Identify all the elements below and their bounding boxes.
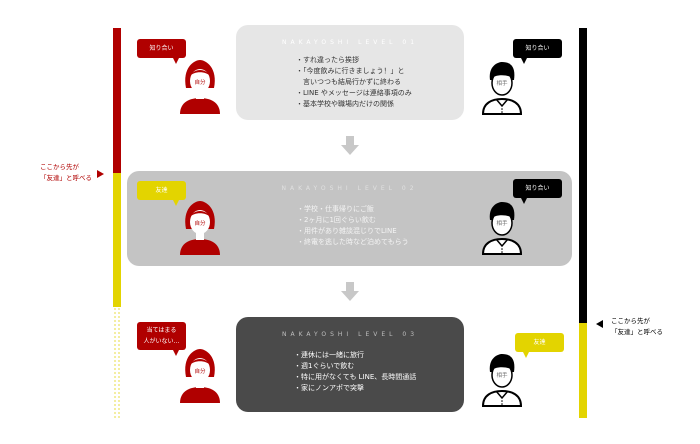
level-02-item: ・終電を逃した時など泊めてもらう [297,238,409,246]
left-bar-red-segment [113,28,121,173]
level-03-panel: NAKAYOSHI LEVEL 03 ・連休には一緒に旅行 ・週1ぐらいで飲む … [236,317,464,412]
level-01-item: ・「今度飲みに行きましょう！」と [296,67,405,75]
other-person-icon [481,202,523,255]
level-03-title: NAKAYOSHI LEVEL 03 [281,331,419,338]
level-02-other-bubble-text: 知り合い [525,185,550,192]
level-01-other-bubble: 知り合い [513,39,562,64]
level-03-item: ・特に用がなくても LINE、長時間通話 [294,373,417,381]
level-02-other-bubble: 知り合い [513,179,562,204]
level-03-item: ・週1ぐらいで飲む [294,362,355,370]
level-01-title: NAKAYOSHI LEVEL 01 [281,39,419,46]
right-bar-black-segment [579,28,587,323]
level-01-self-bubble: 知り合い [137,39,186,64]
right-bar-yellow-segment [579,323,587,418]
left-pointer-triangle-icon [97,170,104,178]
right-friend-threshold-note: ここから先が 「友達」と呼べる [611,316,663,338]
self-label: 自分 [194,80,206,86]
level-01-item: ・LINE やメッセージは連絡事項のみ [296,89,412,97]
level-01-item: 言いつつも結局行かずに終わる [296,78,401,86]
level-02-item: ・学校・仕事帰りにご飯 [297,205,374,213]
other-label: 相手 [496,221,508,227]
level-03-other-bubble: 友達 [515,333,564,358]
left-bar-yellow-segment [113,173,121,307]
left-bar-dotted-segment [113,307,121,418]
other-person-icon [481,62,523,115]
level-02-title: NAKAYOSHI LEVEL 02 [281,185,418,192]
level-03-other-bubble-text: 友達 [533,339,546,346]
self-person-icon [180,201,220,255]
level-01-panel: NAKAYOSHI LEVEL 01 ・すれ違ったら挨拶 ・「今度飲みに行きまし… [236,25,464,120]
right-pointer-triangle-icon [596,320,603,328]
level-02-item: ・用件があり雑談混じりでLINE [297,227,397,235]
left-note-line1: ここから先が [40,163,79,171]
level-03-self-bubble: 当てはまる 人がいない… [137,322,186,356]
level-03-self-bubble-line1: 当てはまる [146,327,177,334]
level-01-item: ・すれ違ったら挨拶 [296,56,359,64]
right-note-line1: ここから先が [611,317,650,325]
level-01-item: ・基本学校や職場内だけの関係 [296,100,394,108]
left-friend-threshold-note: ここから先が 「友達」と呼べる [40,162,92,184]
level-03-items: ・連休には一緒に旅行 ・週1ぐらいで飲む ・特に用がなくても LINE、長時間通… [294,350,416,394]
other-label: 相手 [496,373,508,379]
down-arrow-icon [341,282,359,301]
level-02-items: ・学校・仕事帰りにご飯 ・2ヶ月に1回ぐらい飲む ・用件があり雑談混じりでLIN… [297,204,409,248]
self-person-icon [180,349,220,403]
level-02-self-bubble: 友達 [137,181,186,206]
level-03-item: ・連休には一緒に旅行 [294,351,364,359]
level-03-self-bubble-line2: 人がいない… [143,338,180,345]
level-02-item: ・2ヶ月に1回ぐらい飲む [297,216,376,224]
self-label: 自分 [194,369,206,375]
down-arrow-icon [341,136,359,155]
level-02-self-bubble-text: 友達 [155,187,168,194]
right-note-line2: 「友達」と呼べる [611,328,663,336]
self-label: 自分 [194,221,206,227]
level-01-self-bubble-text: 知り合い [149,45,174,52]
self-person-icon [180,60,220,114]
other-label: 相手 [496,81,508,87]
level-03-item: ・家にノンアポで突撃 [294,384,364,392]
other-person-icon [481,354,523,407]
left-note-line2: 「友達」と呼べる [40,174,92,182]
level-01-items: ・すれ違ったら挨拶 ・「今度飲みに行きましょう！」と 言いつつも結局行かずに終わ… [296,55,412,110]
level-01-other-bubble-text: 知り合い [525,45,550,52]
